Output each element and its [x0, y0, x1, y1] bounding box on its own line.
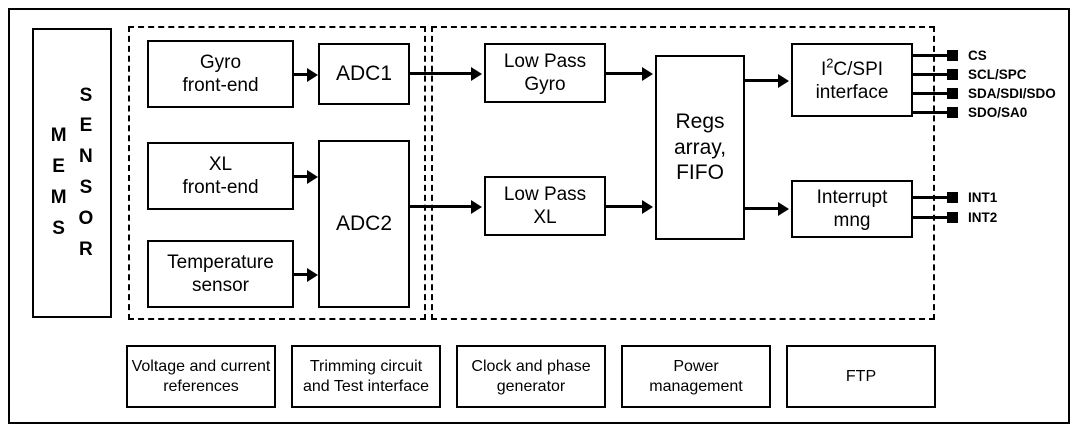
sensor-letters: S E N S O R [79, 81, 94, 266]
bottom-block-1-line1: Trimming circuit [309, 357, 423, 375]
arrow-regs-to-i2c-spi [778, 73, 789, 88]
pin-label-int2: INT2 [968, 210, 998, 225]
wire-temp-to-adc2 [294, 273, 309, 276]
i2c-spi-interface-block[interactable]: I2C/SPI interface [791, 43, 913, 117]
low-pass-xl-line1: Low Pass [503, 183, 587, 205]
gyro-front-end-block[interactable]: Gyro front-end [147, 40, 294, 108]
mems-letter-1: E [52, 156, 65, 178]
wire-adc1-to-lowpass-gyro [410, 72, 472, 75]
bottom-block-clock-phase[interactable]: Clock and phase generator [456, 345, 606, 408]
bottom-block-4-line1: FTP [845, 367, 877, 385]
interrupt-mng-block[interactable]: Interrupt mng [791, 180, 913, 238]
interrupt-mng-line1: Interrupt [816, 186, 888, 208]
adc1-block[interactable]: ADC1 [318, 43, 410, 105]
temperature-sensor-block[interactable]: Temperature sensor [147, 240, 294, 308]
adc1-label: ADC1 [335, 62, 393, 86]
sensor-letter-0: S [79, 84, 93, 106]
mems-letter-2: M [50, 187, 67, 208]
regs-array-fifo-block[interactable]: Regs array, FIFO [655, 55, 745, 240]
wire-pin-cs [913, 54, 953, 57]
pin-label-scl-spc: SCL/SPC [968, 67, 1027, 82]
wire-lowpass-gyro-to-regs [606, 72, 643, 75]
sensor-letter-3: S [79, 177, 93, 198]
i2c-superscript: 2 [826, 55, 834, 71]
low-pass-gyro-block[interactable]: Low Pass Gyro [484, 43, 606, 103]
bottom-block-ftp[interactable]: FTP [786, 345, 936, 408]
wire-regs-to-i2c-spi [745, 79, 780, 82]
wire-pin-int1 [913, 196, 953, 199]
xl-front-end-line2: front-end [182, 177, 259, 198]
i2c-spi-line1: I2C/SPI [820, 55, 884, 80]
bottom-block-voltage-references[interactable]: Voltage and current references [126, 345, 276, 408]
gyro-front-end-line2: front-end [182, 75, 259, 96]
arrow-temp-to-adc2 [307, 267, 318, 282]
regs-array-fifo-line3: FIFO [676, 161, 724, 185]
arrow-lowpass-xl-to-regs [642, 199, 653, 214]
analog-domain-region [128, 26, 426, 320]
mems-letter-3: S [52, 217, 65, 239]
arrow-xl-to-adc2 [307, 169, 318, 184]
sensor-letter-1: E [79, 115, 93, 137]
arrow-gyro-to-adc1 [307, 67, 318, 82]
pad-int1[interactable] [947, 192, 958, 203]
temperature-sensor-line1: Temperature [167, 251, 274, 273]
pad-sda-sdi-sdo[interactable] [947, 88, 958, 99]
interrupt-mng-line2: mng [833, 210, 871, 231]
wire-gyro-to-adc1 [294, 73, 309, 76]
wire-pin-sda-sdi-sdo [913, 92, 953, 95]
bottom-block-2-line2: generator [496, 377, 566, 395]
xl-front-end-block[interactable]: XL front-end [147, 142, 294, 210]
i2c-suffix: C/SPI [833, 58, 884, 80]
i2c-spi-line2: interface [815, 82, 889, 104]
bottom-block-power-management[interactable]: Power management [621, 345, 771, 408]
arrow-adc1-to-lowpass-gyro [471, 66, 482, 81]
bottom-block-1-line2: and Test interface [302, 377, 429, 395]
pad-scl-spc[interactable] [947, 69, 958, 80]
wire-pin-sdo-sa0 [913, 111, 953, 114]
bottom-block-3-line1: Power [673, 357, 719, 375]
temperature-sensor-line2: sensor [191, 275, 249, 296]
arrow-regs-to-interrupt-mng [778, 201, 789, 216]
regs-array-fifo-line1: Regs [675, 110, 725, 134]
mems-sensor-block[interactable]: M E M S S E N S O R [32, 28, 112, 318]
bottom-block-3-line2: management [649, 377, 743, 395]
i2c-prefix: I [820, 58, 827, 80]
pin-label-int1: INT1 [968, 190, 998, 205]
xl-front-end-line1: XL [208, 153, 233, 175]
wire-xl-to-adc2 [294, 175, 309, 178]
adc2-label: ADC2 [335, 212, 393, 236]
regs-array-fifo-line2: array, [673, 135, 727, 159]
arrow-adc2-to-lowpass-xl [471, 199, 482, 214]
pin-label-sda-sdi-sdo: SDA/SDI/SDO [968, 86, 1056, 101]
mems-letter-0: M [50, 125, 67, 147]
mems-letters: M E M S [51, 121, 67, 244]
sensor-letter-5: R [79, 238, 93, 260]
wire-regs-to-interrupt-mng [745, 207, 780, 210]
bottom-block-trimming-test[interactable]: Trimming circuit and Test interface [291, 345, 441, 408]
bottom-block-0-line1: Voltage and current [131, 357, 271, 375]
arrow-lowpass-gyro-to-regs [642, 66, 653, 81]
pin-label-sdo-sa0: SDO/SA0 [968, 105, 1028, 120]
pad-cs[interactable] [947, 50, 958, 61]
digital-domain-region [431, 26, 935, 320]
wire-pin-scl-spc [913, 73, 953, 76]
adc2-block[interactable]: ADC2 [318, 140, 410, 308]
pad-int2[interactable] [947, 212, 958, 223]
low-pass-xl-block[interactable]: Low Pass XL [484, 176, 606, 236]
bottom-block-0-line2: references [163, 377, 239, 395]
bottom-block-2-line1: Clock and phase [471, 357, 591, 375]
wire-lowpass-xl-to-regs [606, 205, 643, 208]
pin-label-cs: CS [968, 48, 987, 63]
sensor-letter-4: O [78, 207, 94, 229]
wire-adc2-to-lowpass-xl [410, 205, 472, 208]
sensor-letter-2: N [79, 146, 93, 168]
gyro-front-end-line1: Gyro [199, 51, 242, 73]
pad-sdo-sa0[interactable] [947, 107, 958, 118]
low-pass-xl-line2: XL [533, 207, 557, 228]
low-pass-gyro-line2: Gyro [524, 74, 566, 95]
wire-pin-int2 [913, 216, 953, 219]
low-pass-gyro-line1: Low Pass [503, 50, 587, 72]
